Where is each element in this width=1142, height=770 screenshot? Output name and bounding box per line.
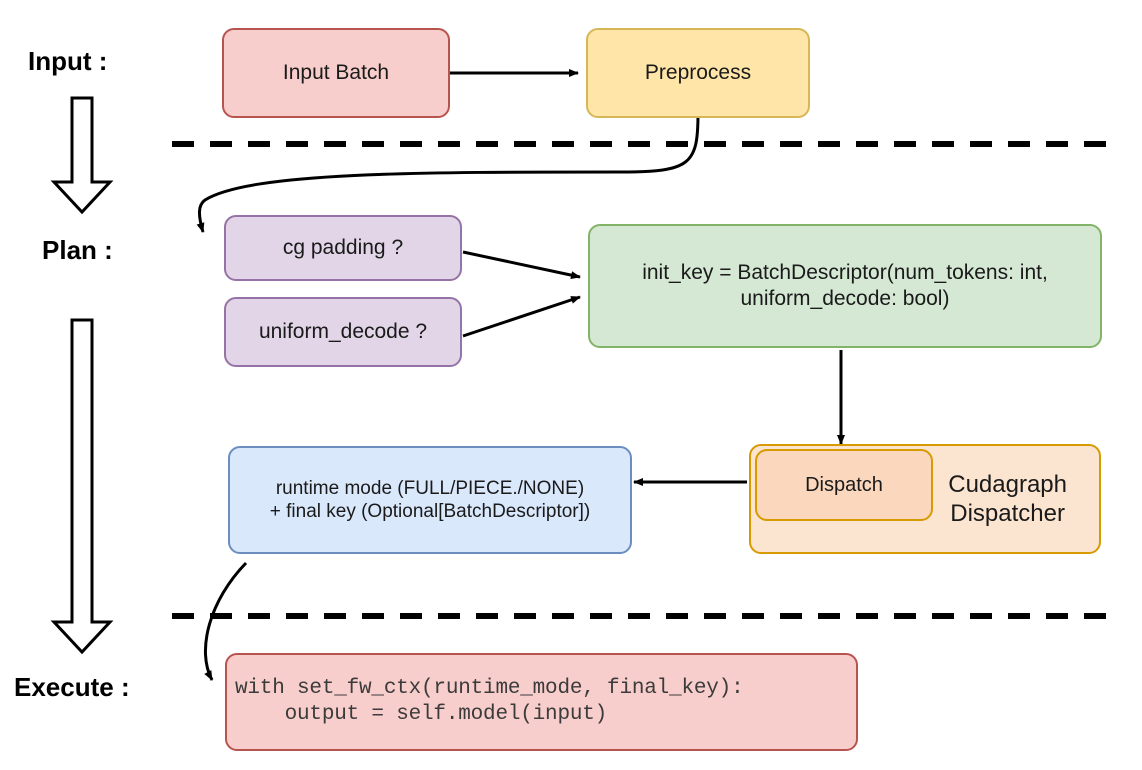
arrow-uniform-decode-to-init-key	[462, 295, 581, 338]
node-dispatch[interactable]: Dispatch	[755, 449, 933, 521]
node-uniform-decode-label: uniform_decode ?	[258, 320, 428, 344]
node-init-key-line2: uniform_decode: bool)	[740, 287, 950, 310]
node-runtime-mode-line2: + final key (Optional[BatchDescriptor])	[269, 501, 591, 522]
stage-block-arrow-input-to-plan	[50, 96, 114, 215]
arrow-cg-padding-to-init-key	[462, 250, 581, 280]
stage-label-input: Input :	[28, 46, 108, 76]
stage-label-plan: Plan :	[42, 235, 113, 265]
node-runtime-mode-line1: runtime mode (FULL/PIECE./NONE)	[275, 477, 585, 499]
stage-block-arrow-plan-to-execute	[50, 318, 114, 655]
node-init-key-line1: init_key = BatchDescriptor(num_tokens: i…	[642, 261, 1048, 285]
node-cudagraph-dispatcher-line2: Dispatcher	[950, 500, 1065, 527]
node-init-key[interactable]: init_key = BatchDescriptor(num_tokens: i…	[588, 224, 1102, 348]
node-execute-code-line1: with set_fw_ctx(runtime_mode, final_key)…	[235, 677, 744, 701]
node-execute-code-line2: output = self.model(input)	[235, 703, 608, 726]
node-cg-padding-label: cg padding ?	[282, 236, 404, 260]
node-preprocess[interactable]: Preprocess	[586, 28, 810, 118]
node-cudagraph-dispatcher-line1: Cudagraph	[948, 470, 1067, 498]
node-dispatch-label: Dispatch	[805, 473, 883, 496]
stage-label-execute: Execute :	[14, 672, 130, 702]
node-uniform-decode[interactable]: uniform_decode ?	[224, 297, 462, 367]
node-input-batch[interactable]: Input Batch	[222, 28, 450, 118]
node-runtime-mode[interactable]: runtime mode (FULL/PIECE./NONE) + final …	[228, 446, 632, 554]
node-execute-code[interactable]: with set_fw_ctx(runtime_mode, final_key)…	[225, 653, 858, 751]
node-preprocess-label: Preprocess	[644, 61, 752, 85]
node-input-batch-label: Input Batch	[282, 61, 390, 85]
node-cg-padding[interactable]: cg padding ?	[224, 215, 462, 281]
